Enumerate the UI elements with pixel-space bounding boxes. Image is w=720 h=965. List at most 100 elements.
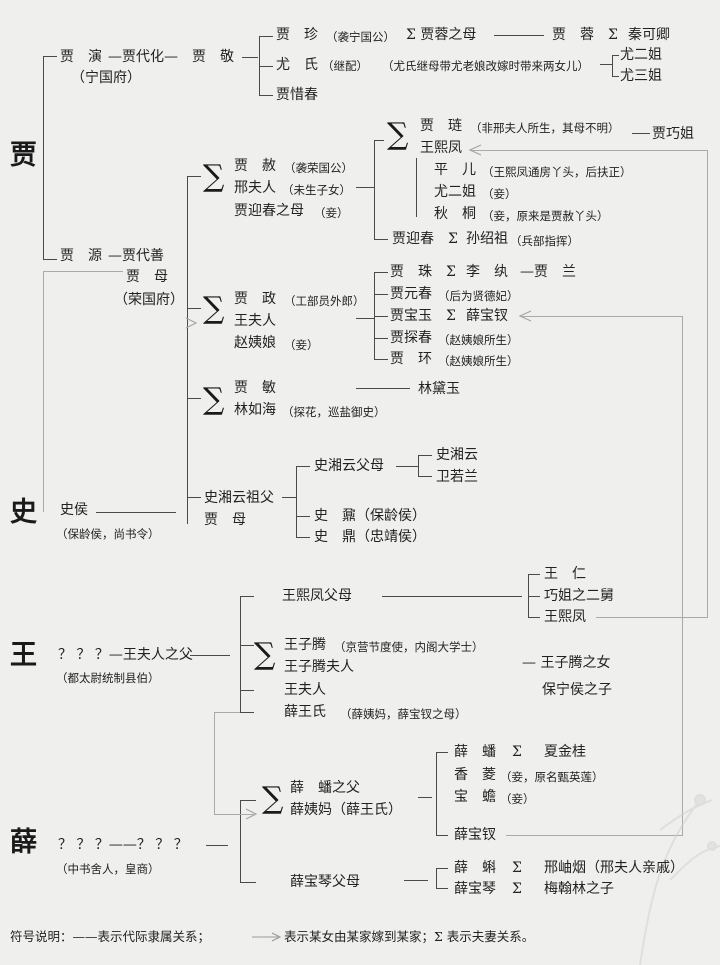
- qin-keqing: 秦可卿: [628, 27, 670, 43]
- surname-shi: 史: [10, 498, 37, 528]
- yingchun-mother-note: （妾）: [314, 205, 349, 221]
- wang-ziteng: 王子腾: [284, 637, 326, 653]
- jia-xichun: 贾惜春: [276, 87, 318, 103]
- xue-baochai-wife: 薛宝钗: [466, 308, 508, 324]
- xue-baoqin: 薛宝琴: [454, 881, 496, 897]
- surname-wang: 王: [10, 641, 37, 671]
- sigma-qin: Σ: [608, 27, 618, 43]
- jia-lan: —贾 兰: [520, 264, 576, 280]
- xue-pan: 薛 蟠: [454, 744, 496, 760]
- xue-baochai: 薛宝钗: [454, 827, 496, 843]
- legend-part-2: 表示某女由某家嫁到某家；Σ 表示夫妻关系。: [284, 929, 534, 945]
- xing-furen-note: （未生子女）: [282, 182, 351, 198]
- yingchun-mother: 贾迎春之母: [234, 203, 304, 219]
- jia-dai-shan: —贾代善: [108, 248, 164, 264]
- lin-daiyu: 林黛玉: [418, 381, 460, 397]
- baochan-note: （妾）: [500, 791, 535, 807]
- xing-furen: 邢夫人: [234, 180, 276, 196]
- xiangyun-parents: 史湘云父母: [314, 458, 384, 474]
- jia-tanchun-note: （赵姨娘所生）: [438, 332, 519, 348]
- zhao-yiniang-note: （妾）: [284, 337, 319, 353]
- jia-she: 贾 赦: [234, 158, 276, 174]
- sigma-lian: ∑: [387, 120, 408, 150]
- you-erjie-concubine: 尤二姐: [434, 184, 476, 200]
- ziteng-daughter: — 王子腾之女: [522, 655, 610, 671]
- xiangling: 香 菱: [454, 767, 496, 783]
- jia-huan: 贾 环: [390, 351, 432, 367]
- baoning-son: 保宁侯之子: [542, 682, 612, 698]
- wang-furen: 王夫人: [234, 313, 276, 329]
- jia-qiaojie: 贾巧姐: [652, 126, 694, 142]
- you-erjie: 尤二姐: [620, 47, 662, 63]
- xue-yima: 薛姨妈（薛王氏）: [290, 802, 402, 818]
- xia-jingui: 夏金桂: [544, 744, 586, 760]
- jia-yingchun: 贾迎春: [392, 231, 434, 247]
- wang-xifeng: 王熙凤: [544, 609, 586, 625]
- wang-ren: 王 仁: [544, 566, 586, 582]
- jia-zhu: 贾 珠: [390, 264, 432, 280]
- you-note-2: （尤氏继母带尤老娘改嫁时带来两女儿）: [382, 58, 589, 74]
- surname-xue: 薛: [10, 828, 37, 858]
- sigma-mei: Σ: [512, 881, 522, 897]
- jia-zhen-note: （袭宁国公）: [326, 29, 395, 45]
- sigma-she: ∑: [203, 162, 224, 192]
- wang-xifeng-wife: 王熙凤: [420, 140, 462, 156]
- shi-xiangyun: 史湘云: [436, 447, 478, 463]
- zhao-yiniang: 赵姨娘: [234, 335, 276, 351]
- jia-zhen: 贾 珍: [276, 27, 318, 43]
- xue-wang-shi: 薛王氏: [284, 704, 326, 720]
- legend-part-1: 符号说明：——表示代际隶属关系；: [10, 929, 210, 945]
- qiaojie-uncle: 巧姐之二舅: [544, 588, 614, 604]
- ningguo-label: （宁国府）: [71, 70, 141, 86]
- sigma-sun: Σ: [448, 231, 458, 247]
- baochan: 宝 蟾: [454, 789, 496, 805]
- jia-zheng-note: （工部员外郎）: [284, 293, 365, 309]
- wei-ruolan: 卫若兰: [436, 469, 478, 485]
- shi-ding: 史 鼎: [314, 529, 356, 545]
- shi-hou-note: （保龄侯，尚书令）: [56, 526, 160, 542]
- jia-min: 贾 敏: [234, 380, 276, 396]
- xue-pan-father: 薛 蟠之父: [290, 780, 360, 796]
- wang-ancestor: ？ ？ ？—王夫人之父: [58, 647, 193, 663]
- xing-xiuyan: 邢岫烟（邢夫人亲戚）: [544, 860, 684, 876]
- jia-mu-shi: 贾 母: [204, 512, 246, 528]
- you-erjie-concubine-note: （妾）: [482, 186, 517, 202]
- jia-rong-mother: Σ 贾蓉之母: [406, 27, 476, 43]
- you-shi: 尤 氏: [276, 57, 318, 73]
- sigma-xue: ∑: [262, 784, 283, 814]
- jia-yuan: 贾 源: [60, 248, 102, 264]
- sun-shaozu: 孙绍祖: [466, 231, 508, 247]
- qiu-tong: 秋 桐: [434, 206, 476, 222]
- ping-er-note: （王熙凤通房丫头，后扶正）: [482, 164, 632, 180]
- sigma-ziteng: ∑: [254, 640, 275, 670]
- li-wan: 李 纨: [466, 264, 508, 280]
- jia-huan-note: （赵姨娘所生）: [438, 353, 519, 369]
- shi-nai-note: （保龄侯）: [356, 508, 426, 524]
- jia-zheng: 贾 政: [234, 291, 276, 307]
- lin-ruhai: 林如海: [234, 402, 276, 418]
- xiangyun-grandfather: 史湘云祖父: [204, 490, 274, 506]
- ping-er: 平 儿: [434, 162, 476, 178]
- jia-yuanchun-note: （后为贤德妃）: [438, 288, 519, 304]
- wang-furen-wang: 王夫人: [284, 682, 326, 698]
- xue-ancestor: ？ ？ ？——？ ？ ？: [58, 837, 188, 853]
- you-shi-note: （继配）: [322, 58, 368, 74]
- sigma-xing: Σ: [512, 860, 522, 876]
- jia-yan: 贾 演: [60, 49, 102, 65]
- jia-dai-hua: —贾代化—: [108, 49, 178, 65]
- surname-jia: 贾: [10, 141, 37, 171]
- xue-ancestor-note: （中书舍人，皇商）: [56, 861, 160, 877]
- shi-nai: 史 鼐: [314, 508, 356, 524]
- sun-shaozu-note: （兵部指挥）: [510, 233, 579, 249]
- sigma-xia: Σ: [512, 744, 522, 760]
- shi-hou: 史侯: [60, 502, 88, 518]
- jia-lian-note: （非邢夫人所生，其母不明）: [470, 120, 620, 136]
- wang-ziteng-note: （京营节度使，内阁大学士）: [334, 639, 484, 655]
- xue-ke: 薛 蝌: [454, 860, 496, 876]
- sigma-bao: Σ: [446, 308, 456, 324]
- jia-mu: 贾 母: [126, 269, 168, 285]
- you-sanjie: 尤三姐: [620, 68, 662, 84]
- jia-baoyu: 贾宝玉: [390, 308, 432, 324]
- sigma-li: Σ: [446, 264, 456, 280]
